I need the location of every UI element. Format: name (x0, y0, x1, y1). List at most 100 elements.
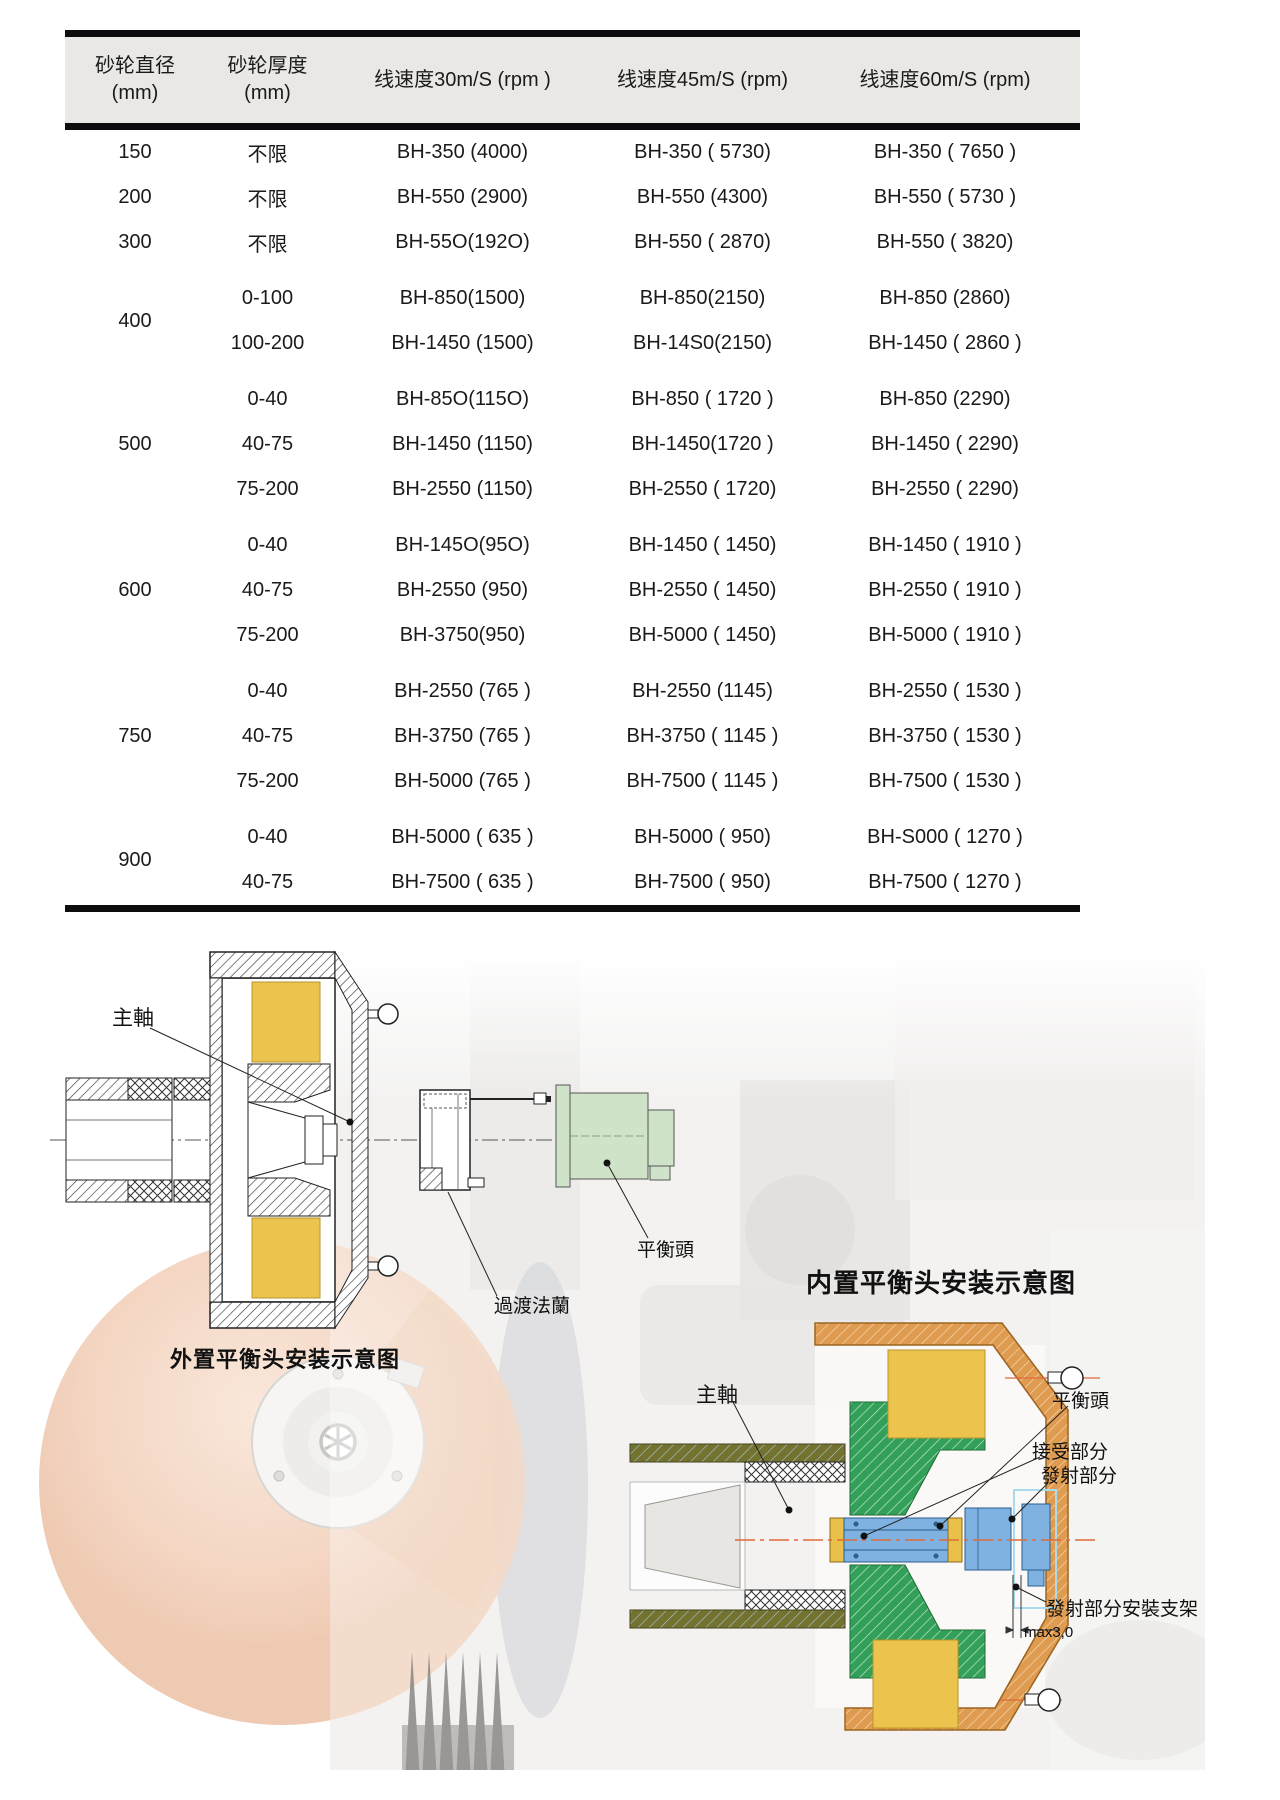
header-row: 砂轮直径(mm) 砂轮厚度(mm) 线速度30m/S (rpm ) 线速度45m… (65, 33, 1080, 130)
hub-logo (319, 1423, 357, 1461)
internal-head-diagram (629, 1322, 1100, 1731)
cell-s45: BH-850(2150) (639, 287, 766, 309)
label-emitter-bracket: 發射部分安裝支架 (1046, 1599, 1199, 1620)
cell-s60: BH-1450 ( 2860 ) (868, 332, 1022, 354)
cell-thickness: 75-200 (236, 770, 299, 792)
cell-s60: BH-2550 ( 2290) (871, 478, 1019, 500)
label-balance-head-left: 平衡頭 (637, 1240, 695, 1261)
table-row: 100-200 BH-1450 (1500) BH-14S0(2150) BH-… (65, 321, 1080, 366)
label-max-gap: max3,0 (1024, 1624, 1074, 1641)
background-photo (0, 930, 1280, 1800)
cell-s45: BH-2550 ( 1720) (628, 478, 777, 500)
table-row: 300 不限 BH-55O(192O) BH-550 ( 2870) BH-55… (65, 220, 1080, 265)
col-header-speed60: 线速度60m/S (rpm) (810, 33, 1080, 130)
cell-s60: BH-350 ( 7650 ) (873, 141, 1017, 163)
label-balance-head-right: 平衡頭 (1052, 1391, 1110, 1412)
cell-s45: BH-3750 ( 1145 ) (626, 725, 779, 747)
cell-s45: BH-850 ( 1720 ) (631, 388, 774, 410)
cell-s30: BH-850(1500) (399, 287, 526, 309)
external-head-diagram (50, 950, 675, 1330)
ball-pin (1000, 1366, 1100, 1712)
label-emitter-part: 發射部分 (1041, 1466, 1118, 1487)
cell-s45: BH-14S0(2150) (633, 332, 772, 354)
diagram-area: 主軸 外置平衡头安装示意图 過渡法蘭 平衡頭 内置平衡头安装示意图 主軸 平衡頭… (0, 930, 1280, 1800)
cell-s30: BH-1450 (1500) (391, 332, 534, 354)
cell-s30: BH-3750(950) (399, 624, 526, 646)
cell-thickness: 不限 (247, 234, 288, 256)
cell-s30: BH-5000 ( 635 ) (391, 826, 534, 848)
cell-s45: BH-7500 ( 1145 ) (626, 770, 779, 792)
cell-s45: BH-5000 ( 1450) (628, 624, 777, 646)
cell-diameter: 900 (118, 848, 152, 871)
cell-s30: BH-5000 (765 ) (394, 770, 531, 792)
balance-weight-bottom (251, 1217, 321, 1299)
dimension-max30 (1005, 1575, 1060, 1638)
col-header-speed45: 线速度45m/S (rpm) (595, 33, 810, 130)
cell-s60: BH-7500 ( 1270 ) (868, 871, 1022, 893)
cell-thickness: 0-40 (247, 826, 288, 848)
balance-weight-top (887, 1349, 986, 1439)
cell-s45: BH-5000 ( 950) (634, 826, 771, 848)
label-spindle-left: 主軸 (112, 1007, 154, 1030)
cell-thickness: 40-75 (241, 433, 294, 455)
table-row: 900 0-40 BH-5000 ( 635 ) BH-5000 ( 950) … (65, 804, 1080, 871)
cell-thickness: 100-200 (230, 332, 305, 354)
cell-thickness: 0-40 (247, 534, 288, 556)
col-header-speed30: 线速度30m/S (rpm ) (330, 33, 595, 130)
cell-thickness: 40-75 (241, 579, 294, 601)
cell-thickness: 75-200 (236, 478, 299, 500)
table-row: 400 0-100 BH-850(1500) BH-850(2150) BH-8… (65, 265, 1080, 332)
cell-s30: BH-1450 (1150) (392, 433, 533, 455)
cell-s60: BH-5000 ( 1910 ) (868, 624, 1022, 646)
cell-s60: BH-S000 ( 1270 ) (867, 826, 1023, 848)
cell-s45: BH-1450 ( 1450) (628, 534, 777, 556)
cell-diameter: 400 (118, 309, 152, 332)
spec-table-wrap: 砂轮直径(mm) 砂轮厚度(mm) 线速度30m/S (rpm ) 线速度45m… (65, 30, 1080, 912)
emitter-bracket (1013, 1489, 1057, 1609)
cell-s30: BH-2550 (950) (396, 579, 529, 601)
cell-thickness: 0-40 (247, 680, 288, 702)
caption-external-diagram: 外置平衡头安装示意图 (170, 1347, 401, 1372)
cell-s30: BH-85O(115O) (395, 388, 529, 410)
cell-thickness: 40-75 (241, 725, 294, 747)
cell-s60: BH-550 ( 5730 ) (873, 186, 1017, 208)
cell-s30: BH-2550 (765 ) (394, 680, 531, 702)
table-row: 75-200 BH-5000 (765 ) BH-7500 ( 1145 ) B… (65, 759, 1080, 804)
table-row: 500 0-40 BH-85O(115O) BH-850 ( 1720 ) BH… (65, 366, 1080, 455)
cell-diameter: 150 (118, 141, 152, 163)
cell-s60: BH-2550 ( 1910 ) (868, 579, 1022, 601)
cell-s30: BH-145O(95O) (395, 534, 530, 556)
balance-weight-top (251, 981, 321, 1063)
title-internal-diagram: 内置平衡头安装示意图 (806, 1268, 1077, 1298)
balance-head-external (555, 1084, 675, 1239)
cell-s60: BH-1450 ( 1910 ) (868, 534, 1022, 556)
cell-s60: BH-850 (2290) (879, 388, 1011, 410)
cell-s45: BH-2550 (1145) (632, 680, 773, 702)
cell-thickness: 不限 (247, 144, 288, 166)
emitter-part (1021, 1503, 1051, 1571)
col-header-thickness: 砂轮厚度(mm) (205, 33, 330, 130)
cell-s45: BH-550 ( 2870) (634, 231, 771, 253)
cell-diameter: 200 (118, 186, 152, 208)
cell-s60: BH-2550 ( 1530 ) (868, 680, 1022, 702)
table-row: 40-75 BH-1450 (1150) BH-1450(1720 ) BH-1… (65, 422, 1080, 467)
table-row: 40-75 BH-3750 (765 ) BH-3750 ( 1145 ) BH… (65, 714, 1080, 759)
cell-s60: BH-3750 ( 1530 ) (868, 725, 1022, 747)
spindle-leader (149, 1027, 351, 1123)
cell-diameter: 750 (118, 725, 152, 747)
label-transition-flange: 過渡法蘭 (494, 1296, 571, 1317)
cell-s30: BH-550 (2900) (396, 186, 529, 208)
table-row: 40-75 BH-7500 ( 635 ) BH-7500 ( 950) BH-… (65, 860, 1080, 909)
cell-diameter: 300 (118, 231, 152, 253)
balance-weight-bottom (872, 1639, 959, 1729)
wheel-flange (814, 1322, 1069, 1731)
cell-thickness: 75-200 (236, 624, 299, 646)
table-row: 75-200 BH-2550 (1150) BH-2550 ( 1720) BH… (65, 467, 1080, 512)
cell-thickness: 0-100 (241, 287, 294, 309)
cell-s60: BH-7500 ( 1530 ) (868, 770, 1022, 792)
cell-s60: BH-1450 ( 2290) (871, 433, 1019, 455)
leader-lines (732, 1401, 1069, 1603)
cell-s30: BH-55O(192O) (395, 231, 530, 253)
table-row: 150 不限 BH-350 (4000) BH-350 ( 5730) BH-3… (65, 127, 1080, 176)
